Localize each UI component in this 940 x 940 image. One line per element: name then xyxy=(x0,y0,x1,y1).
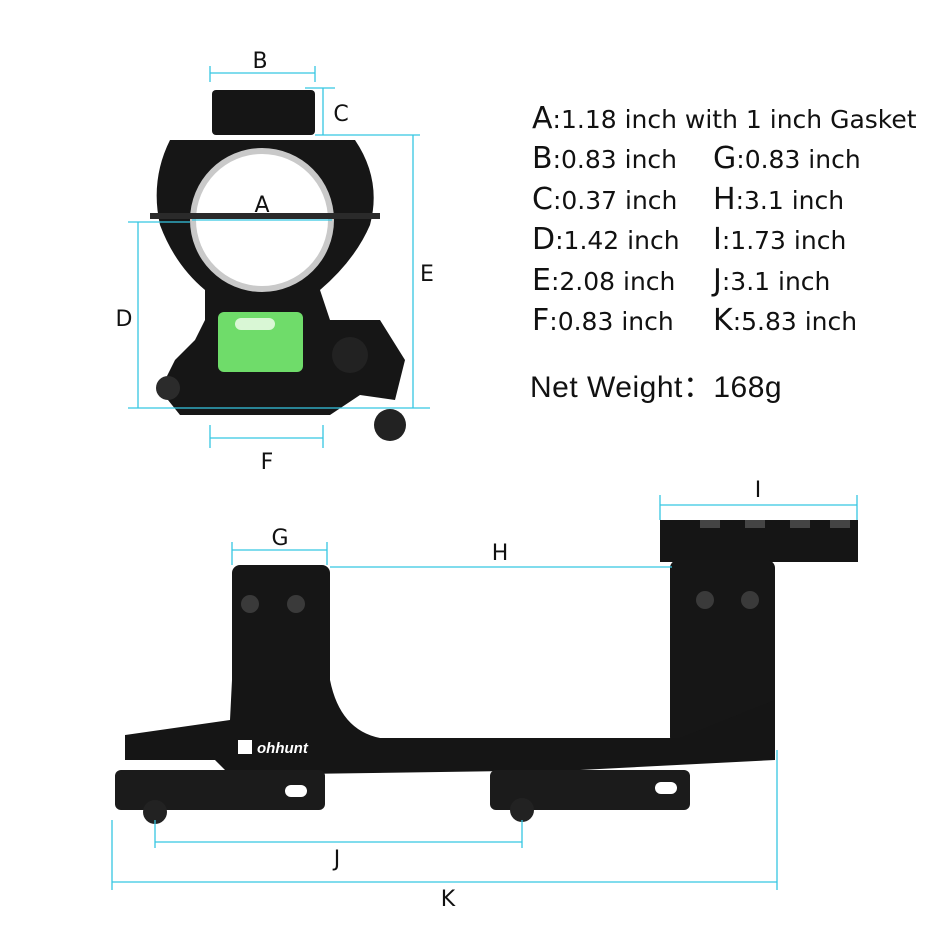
spec-k: K:5.83 inch xyxy=(713,303,858,339)
label-c: C xyxy=(333,102,348,127)
dim-j xyxy=(154,820,523,848)
dim-k xyxy=(111,750,778,890)
dim-f xyxy=(209,425,324,448)
front-view-mount xyxy=(150,90,406,441)
spec-h: H:3.1 inch xyxy=(713,181,845,217)
spec-a: A:1.18 inch with 1 inch Gasket xyxy=(532,100,917,136)
dim-d xyxy=(128,221,430,409)
label-g: G xyxy=(271,526,288,551)
spec-row: C:0.37 inch H:3.1 inch xyxy=(532,179,917,220)
brand-logo: ohhunt xyxy=(257,740,309,757)
spec-row: F:0.83 inch K:5.83 inch xyxy=(532,301,917,342)
dim-i xyxy=(659,495,858,520)
label-f: F xyxy=(261,450,274,475)
spec-f: F:0.83 inch xyxy=(532,303,674,339)
spec-d: D:1.42 inch xyxy=(532,222,680,258)
label-j: J xyxy=(332,847,341,872)
dimension-labels: B C A D E F G H I J K xyxy=(116,49,762,912)
spec-row: E:2.08 inch J:3.1 inch xyxy=(532,260,917,301)
label-k: K xyxy=(441,887,456,912)
spec-g: G:0.83 inch xyxy=(713,141,861,177)
label-h: H xyxy=(492,541,509,566)
label-d: D xyxy=(116,307,133,332)
label-e: E xyxy=(420,262,434,287)
dimension-lines xyxy=(111,66,858,890)
dim-c xyxy=(305,87,420,136)
spec-list: A:1.18 inch with 1 inch Gasket B:0.83 in… xyxy=(532,98,917,341)
label-a: A xyxy=(254,193,269,218)
spec-j: J:3.1 inch xyxy=(713,262,831,298)
spec-row: B:0.83 inch G:0.83 inch xyxy=(532,139,917,180)
spec-b: B:0.83 inch xyxy=(532,141,678,177)
label-b: B xyxy=(252,49,267,74)
spec-row: A:1.18 inch with 1 inch Gasket xyxy=(532,98,917,139)
spec-row: D:1.42 inch I:1.73 inch xyxy=(532,220,917,261)
side-view-mount: ohhunt xyxy=(115,520,858,824)
net-weight: Net Weight：168g xyxy=(530,371,783,404)
spec-e: E:2.08 inch xyxy=(532,262,676,298)
label-i: I xyxy=(755,478,762,503)
spec-c: C:0.37 inch xyxy=(532,181,678,217)
dim-b xyxy=(209,66,316,82)
spec-i: I:1.73 inch xyxy=(713,222,847,258)
dim-g xyxy=(231,542,328,565)
